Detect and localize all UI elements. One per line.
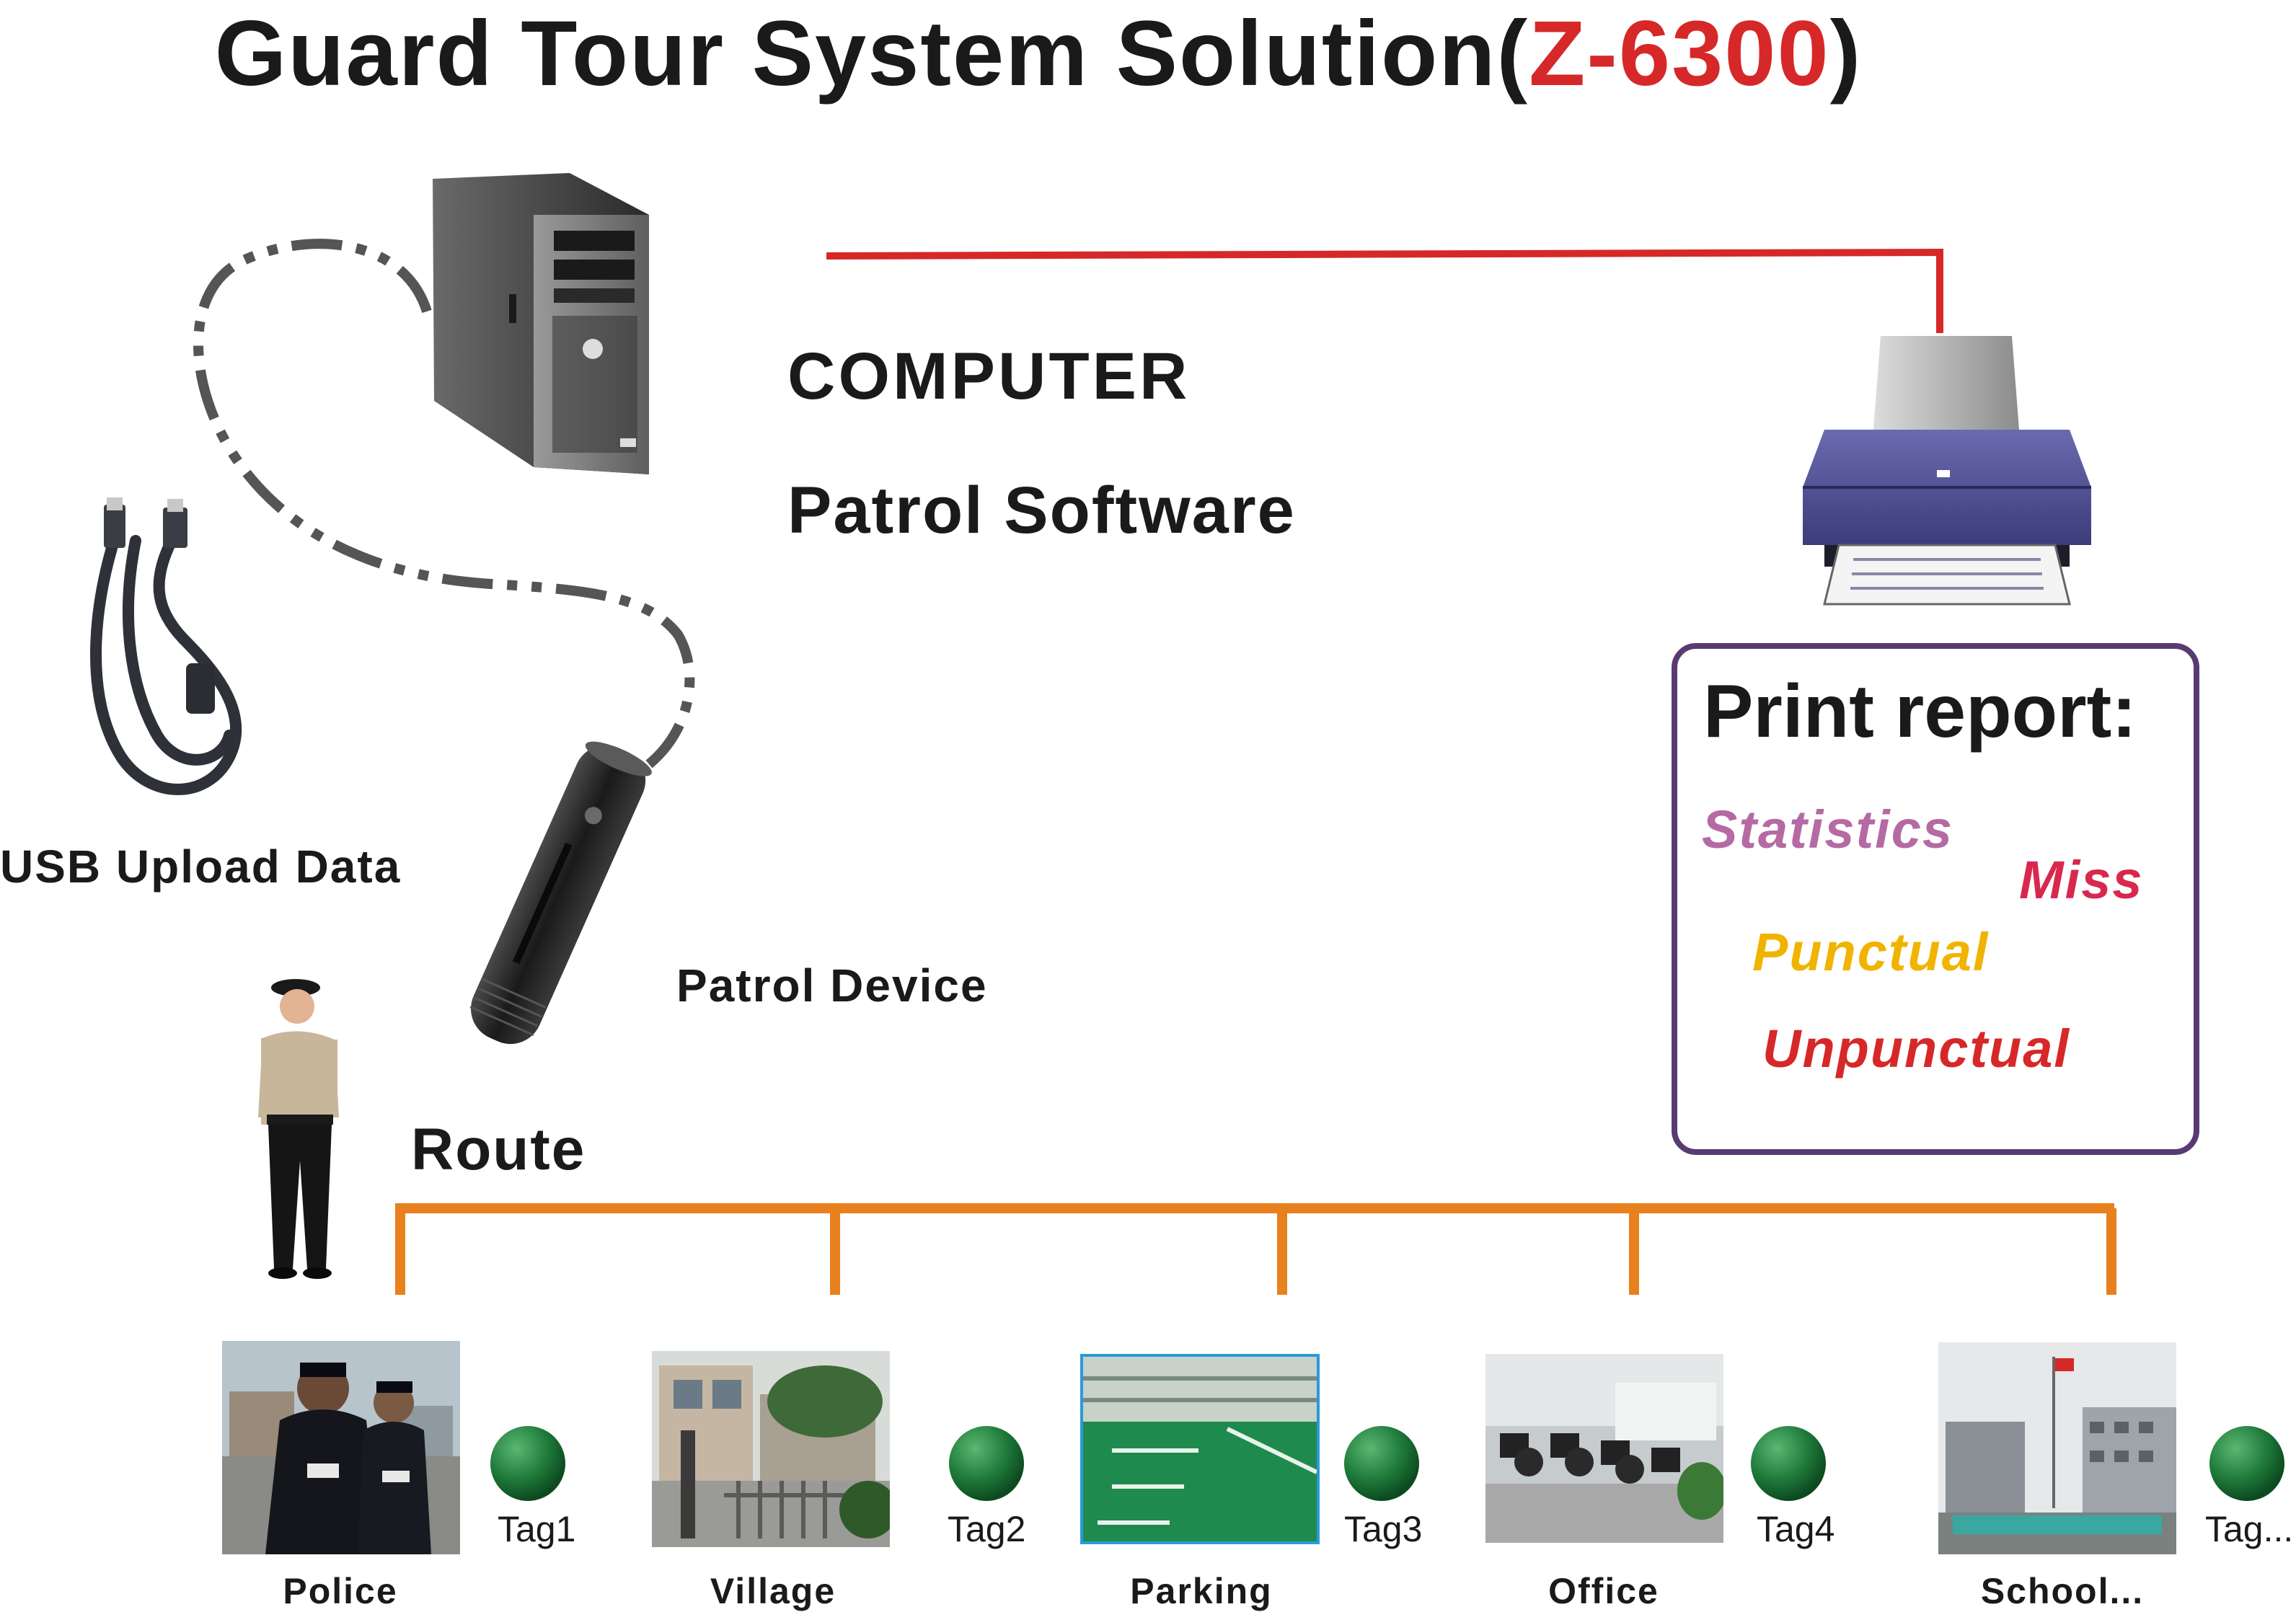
school-caption: School... [1980,1571,2145,1611]
tag1-label: Tag1 [498,1509,576,1549]
print-report-title: Print report: [1703,670,2137,753]
tag3-icon [1344,1426,1419,1501]
printer-link-line [826,248,1943,333]
computer-label: COMPUTER [787,340,1191,413]
computer-tower-icon [433,173,649,474]
tag1-icon [490,1426,565,1501]
tag2-label: Tag2 [948,1509,1026,1549]
route-label: Route [411,1117,586,1182]
diagram-title: Guard Tour System Solution(Z-6300) [0,0,2077,108]
report-item-punctual: Punctual [1752,922,1990,982]
parking-photo [1080,1354,1320,1544]
police-photo [222,1341,460,1554]
title-main: Guard Tour System Solution( [214,2,1529,105]
report-item-unpunctual: Unpunctual [1762,1019,2070,1079]
print-report-box [1672,643,2199,1155]
route-bus [395,1203,2116,1295]
patrol-device-label: Patrol Device [676,960,988,1011]
tag4-label: Tag4 [1757,1509,1835,1549]
tag4-icon [1751,1426,1826,1501]
report-item-statistics: Statistics [1702,800,1954,859]
school-photo [1938,1342,2176,1554]
report-item-miss: Miss [2019,850,2144,910]
usb-cable-icon [90,497,242,795]
village-photo [652,1351,890,1547]
tag3-label: Tag3 [1344,1509,1423,1549]
usb-cable-line [193,239,695,769]
office-caption: Office [1548,1571,1659,1611]
tag2-icon [949,1426,1024,1501]
tag5-label: Tag... [2205,1509,2294,1549]
parking-caption: Parking [1130,1571,1273,1611]
village-caption: Village [710,1571,836,1611]
tag5-icon [2209,1426,2284,1501]
office-photo [1485,1354,1723,1543]
security-guard-icon [258,979,339,1279]
police-caption: Police [283,1571,398,1611]
title-model: Z-6300 [1529,2,1830,105]
patrol-software-label: Patrol Software [787,474,1296,547]
patrol-device-icon [469,741,652,1045]
title-close: ) [1829,2,1863,105]
printer-icon [1803,336,2091,606]
usb-upload-label: USB Upload Data [0,841,402,893]
